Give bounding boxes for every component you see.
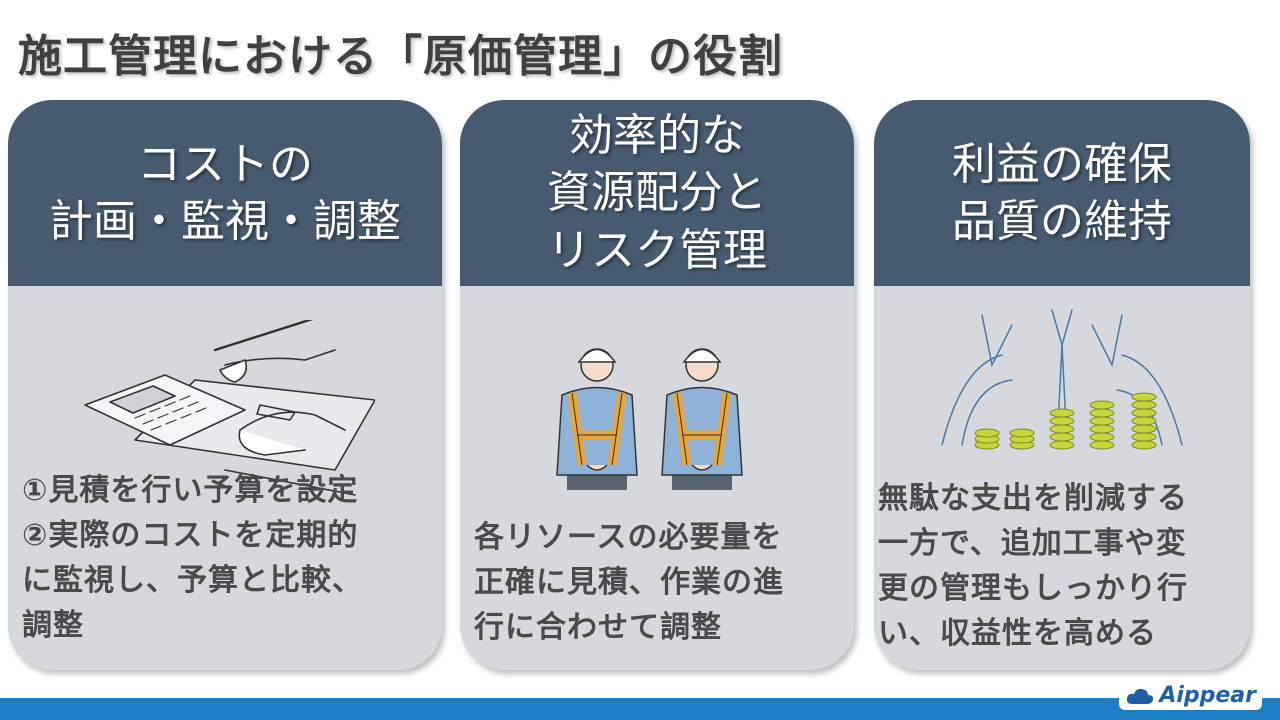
coin-stacks-icon [874,300,1250,470]
construction-workers-icon [460,300,854,540]
logo-text: Aippear [1159,683,1256,708]
card-heading: 効率的な 資源配分と リスク管理 [547,110,767,276]
card-resource-allocation: 効率的な 資源配分と リスク管理 各リソースの必要 [460,100,854,670]
card-heading: コストの 計画・監視・調整 [49,138,401,247]
page-title: 施工管理における「原価管理」の役割 [18,31,783,82]
card-header: コストの 計画・監視・調整 [8,100,442,286]
card-heading: 利益の確保 品質の維持 [952,138,1172,247]
card-header: 効率的な 資源配分と リスク管理 [460,100,854,286]
card-cost-planning: コストの 計画・監視・調整 ①見積を行い予算を設定 ②実際のコストを定期的 に監… [8,100,442,670]
cloud-logo-icon [1127,688,1154,704]
card-body-text: 各リソースの必要量を 正確に見積、作業の進 行に合わせて調整 [474,520,784,645]
card-body-text: ①見積を行い予算を設定 ②実際のコストを定期的 に監視し、予算と比較、 調整 [22,473,363,643]
card-profit-quality: 利益の確保 品質の維持 無駄な支出を削減する 一方で、追加工事や変 更の管理もし… [874,100,1250,670]
card-body-text: 無駄な支出を削減する 一方で、追加工事や変 更の管理もしっかり行 い、収益性を高… [878,481,1188,651]
calculator-hand-icon [8,300,442,540]
card-header: 利益の確保 品質の維持 [874,100,1250,286]
brand-logo: Aippear [1119,681,1262,710]
footer-bar [0,698,1280,720]
